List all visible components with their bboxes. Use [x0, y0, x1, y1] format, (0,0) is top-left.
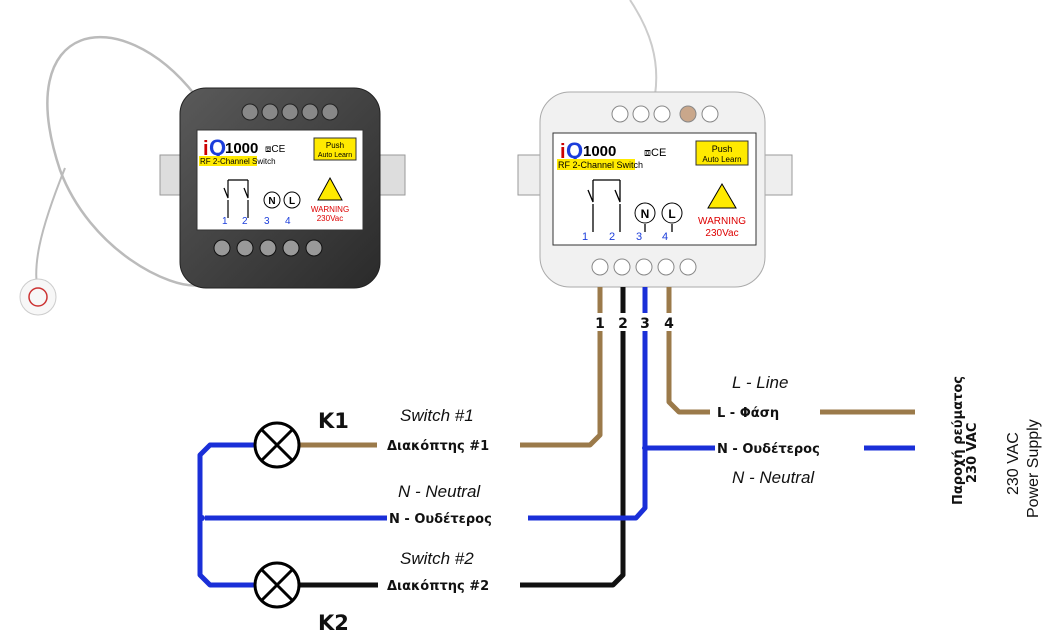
subtitle-r: RF 2-Channel Switch: [558, 160, 643, 170]
wire-line-brown: [666, 287, 915, 415]
line-en: L - Line: [732, 373, 788, 392]
warning-text-r: WARNING: [698, 216, 746, 227]
antenna-tag: [19, 278, 57, 316]
photo-module: i Q 1000 RF 2-Channel Switch ⧈CE Push Au…: [19, 35, 406, 316]
wire-lamps-neutral: [197, 442, 255, 588]
n-symbol-icon: [263, 191, 281, 209]
supply-en-line2: Power Supply: [1025, 419, 1042, 518]
n-label: N: [268, 196, 275, 207]
plate-terminal-4-r: 4: [662, 231, 668, 243]
brand-q-r: Q: [566, 138, 583, 163]
recycle-icon: [28, 287, 48, 307]
voltage-text: 230Vac: [317, 214, 344, 223]
terminal-2: 2: [618, 316, 628, 332]
junction-dot-left: [199, 515, 205, 521]
neutral-gr-right: N - Ουδέτερος: [717, 442, 820, 457]
switch1-gr: Διακόπτης #1: [387, 439, 489, 454]
supply-gr-line1: Παροχή ρεύματος: [951, 376, 966, 505]
top-screw-row: [241, 103, 339, 121]
plate-terminal-1-r: 1: [582, 231, 588, 243]
lamp-k2: [253, 561, 301, 609]
terminal-1: 1: [595, 316, 605, 332]
l-symbol-icon: [283, 191, 301, 209]
warning-icon-r: [707, 183, 737, 209]
voltage-text-r: 230Vac: [705, 228, 738, 239]
push-line2-r: Auto Learn: [702, 155, 741, 164]
plate-terminal-3: 3: [264, 216, 270, 227]
junction-dot: [642, 445, 648, 451]
neutral-en-left: N - Neutral: [398, 482, 481, 501]
brand-i: i: [203, 138, 209, 160]
terminal-3: 3: [640, 316, 650, 332]
n-label-r: N: [641, 207, 650, 221]
antenna-wire: [46, 35, 201, 287]
lamp-k1-label: K1: [318, 409, 349, 433]
model-number-r: 1000: [583, 143, 616, 160]
cert-marks-r: ⧈CE: [644, 147, 666, 159]
l-symbol-icon-r: [661, 202, 683, 224]
switch2-en: Switch #2: [400, 549, 474, 568]
antenna-wire-right: [629, 0, 658, 96]
subtitle: RF 2-Channel Switch: [200, 157, 276, 166]
wire-neutral-vertical: [528, 448, 648, 521]
wires: [197, 287, 915, 588]
neutral-en-right: N - Neutral: [732, 468, 815, 487]
n-symbol-icon-r: [634, 202, 656, 224]
terminal-labels-bg: [592, 313, 676, 331]
plate-terminal-2-r: 2: [609, 231, 615, 243]
schematic-switches-r: [587, 179, 673, 232]
l-label-r: L: [668, 207, 675, 221]
supply-gr-line2: 230 VAC: [965, 423, 980, 483]
switch1-en: Switch #1: [400, 406, 474, 425]
line-gr: L - Φάση: [717, 406, 779, 421]
brand-i-r: i: [560, 141, 566, 163]
wire-neutral-right: [642, 287, 915, 451]
top-screw-row-r: [611, 105, 719, 123]
terminal-4: 4: [664, 316, 674, 332]
plate-terminal-4: 4: [285, 216, 291, 227]
lamp-k2-label: K2: [318, 611, 349, 635]
brand-q: Q: [209, 135, 226, 160]
push-line1-r: Push: [712, 144, 733, 154]
push-line2: Auto Learn: [318, 152, 352, 159]
push-badge: [313, 137, 357, 161]
diagram-module: i Q 1000 RF 2-Channel Switch ⧈CE Push Au…: [517, 0, 793, 288]
plate-terminal-2: 2: [242, 216, 248, 227]
lamp-k1: [253, 421, 301, 469]
subtitle-highlight-r: [557, 159, 635, 170]
warning-icon: [317, 176, 343, 201]
push-line1: Push: [326, 141, 344, 150]
supply-en-line1: 230 VAC: [1005, 432, 1022, 495]
bottom-screw-row: [213, 239, 323, 257]
push-badge-r: [695, 140, 749, 166]
switch2-gr: Διακόπτης #2: [387, 579, 489, 594]
warning-text: WARNING: [311, 205, 349, 214]
bottom-screw-row-r: [591, 258, 697, 276]
plate-terminal-1: 1: [222, 216, 228, 227]
l-label: L: [289, 196, 295, 207]
model-number: 1000: [225, 140, 258, 157]
cert-marks: ⧈CE: [265, 144, 286, 155]
plate-terminal-3-r: 3: [636, 231, 642, 243]
wire-switch2-black: [520, 287, 626, 588]
schematic-switches: [223, 179, 249, 218]
neutral-gr-left: N - Ουδέτερος: [389, 512, 492, 527]
wire-switch1-brown: [520, 287, 603, 448]
subtitle-highlight: [199, 156, 257, 166]
